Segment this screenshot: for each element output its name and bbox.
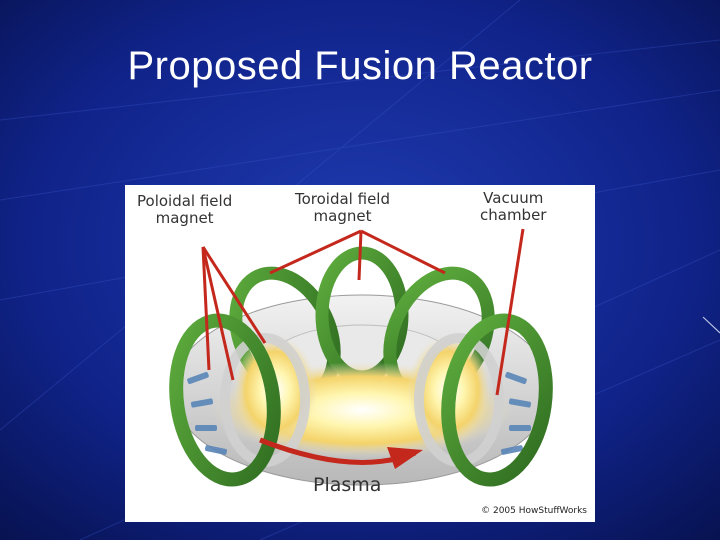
callout-lines: [201, 228, 525, 396]
plasma-label: Plasma: [313, 474, 382, 496]
toroidal-magnet-label-line2: magnet: [313, 207, 372, 225]
toroidal-magnet-label-line1: Toroidal field: [295, 190, 390, 208]
vacuum-chamber-label-line2: chamber: [480, 206, 547, 224]
vacuum-chamber-label: Vacuum chamber: [480, 190, 546, 224]
poloidal-magnet-label: Poloidal field magnet: [137, 193, 232, 227]
vacuum-chamber-label-line1: Vacuum: [483, 189, 544, 207]
poloidal-magnet-label-line2: magnet: [155, 209, 214, 227]
reactor-illustration: [169, 228, 553, 487]
slide-title: Proposed Fusion Reactor: [127, 44, 593, 88]
plasma-arrow: [259, 437, 423, 469]
image-credit: © 2005 HowStuffWorks: [481, 506, 587, 516]
fusion-reactor-diagram: Poloidal field magnet Toroidal field mag…: [125, 185, 595, 522]
toroidal-magnet-label: Toroidal field magnet: [295, 191, 390, 225]
poloidal-magnet-label-line1: Poloidal field: [137, 192, 233, 210]
